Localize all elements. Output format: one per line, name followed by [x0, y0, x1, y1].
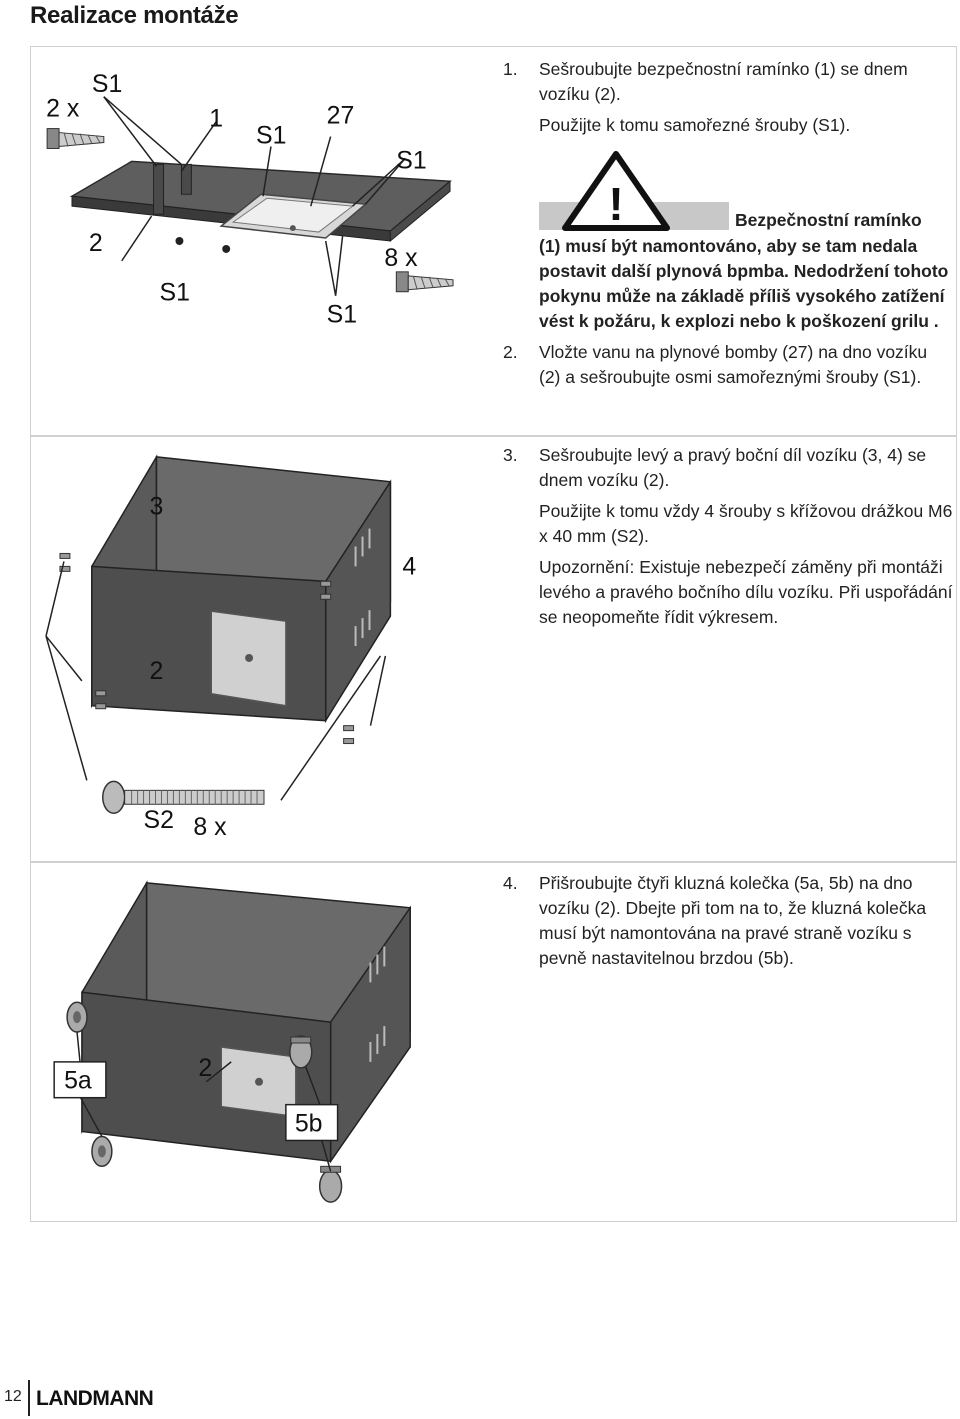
step-3: 3. Sešroubujte levý a pravý boční díl vo…: [503, 443, 953, 636]
page-number: 12: [4, 1388, 22, 1405]
step-1-line-1: Sešroubujte bezpečnostní ramínko (1) se …: [539, 59, 908, 104]
step-number: 1.: [503, 59, 518, 79]
warning-triangle-icon: !: [562, 151, 670, 231]
assembly-drawing-2: 3 4 2 S2 8 x: [45, 454, 416, 841]
step-number: 4.: [503, 873, 518, 893]
label-part-5b: 5b: [295, 1110, 323, 1138]
step-1-line-2: Použijte k tomu samořezné šrouby (S1).: [539, 115, 851, 135]
label-s1-a: S1: [92, 70, 122, 98]
warning-symbol: !: [608, 178, 623, 230]
label-part-2: 2: [89, 229, 103, 257]
step-3-line-1: Sešroubujte levý a pravý boční díl vozík…: [539, 445, 927, 490]
label-part-2: 2: [150, 657, 164, 685]
label-s1-c: S1: [396, 146, 426, 174]
illustration-casters: 5a 2 5b: [31, 863, 496, 1221]
caster-5b-top: [289, 1035, 313, 1069]
screw-s1-top: [46, 128, 105, 149]
section-step-3: 3 4 2 S2 8 x 3. Sešroubujte levý a pravý…: [30, 436, 957, 862]
illustration-side-panels: 3 4 2 S2 8 x: [31, 437, 496, 861]
label-s1-e: S1: [327, 301, 357, 329]
step-1: 1. Sešroubujte bezpečnostní ramínko (1) …: [503, 57, 953, 144]
illustration-safety-arm-assembly: 2 x S1 1 S1 27 S1 2 S1 8 x S1: [31, 47, 496, 435]
vent-slots: [354, 528, 371, 647]
label-part-3: 3: [150, 493, 164, 521]
label-s2: S2: [144, 806, 174, 834]
instructions-step-3: 3. Sešroubujte levý a pravý boční díl vo…: [503, 443, 953, 642]
warning-title: Bezpečnostní ramínko: [735, 210, 922, 230]
step-number: 2.: [503, 342, 518, 362]
label-s1-d: S1: [160, 279, 190, 307]
assembly-drawing-1: 2 x S1 1 S1 27 S1 2 S1 8 x S1: [46, 70, 454, 329]
base-hole-1: [175, 237, 184, 245]
safety-warning: ! Bezpečnostní ramínko (1) musí být namo…: [539, 150, 953, 334]
page-title: Realizace montáže: [30, 2, 239, 29]
label-screw-count-8x: 8 x: [384, 244, 418, 272]
step-4: 4. Přišroubujte čtyři kluzná kolečka (5a…: [503, 871, 953, 977]
label-box-5b: [285, 1103, 339, 1142]
brand-logo: LANDMANN: [36, 1387, 154, 1410]
base-hole-2: [222, 244, 231, 253]
caster-5a-bottom: [91, 1135, 113, 1168]
label-part-2: 2: [198, 1054, 212, 1082]
vent-slots: [369, 946, 386, 1062]
step-2-text: Vložte vanu na plynové bomby (27) na dno…: [539, 342, 928, 387]
step-3-line-2: Použijte k tomu vždy 4 šrouby s křížovou…: [539, 501, 953, 546]
plate-hole: [255, 1077, 264, 1086]
section-step-4: 5a 2 5b 4. Přišroubujte čtyři kluzná kol…: [30, 862, 957, 1222]
screw-s2: [102, 780, 265, 814]
cart-bottom: [91, 565, 327, 722]
step-4-text: Přišroubujte čtyři kluzná kolečka (5a, 5…: [539, 873, 927, 968]
caster-5a-top: [66, 1001, 88, 1033]
cart-base-side: [389, 180, 451, 243]
label-screw-count-2x: 2 x: [46, 95, 80, 123]
step-2: 2. Vložte vanu na plynové bomby (27) na …: [503, 340, 953, 396]
label-part-4: 4: [402, 552, 416, 580]
label-screw-count-8x: 8 x: [193, 813, 227, 841]
tray-hole: [289, 225, 296, 232]
section-step-1-2: 2 x S1 1 S1 27 S1 2 S1 8 x S1 1. Sešroub…: [30, 46, 957, 436]
label-box-5a: [53, 1061, 107, 1099]
safety-arm-post-left: [153, 163, 165, 215]
plate-hole: [245, 653, 254, 662]
label-part-5a: 5a: [64, 1067, 92, 1095]
assembly-drawing-3: 5a 2 5b: [53, 880, 411, 1203]
instructions-step-4: 4. Přišroubujte čtyři kluzná kolečka (5a…: [503, 871, 953, 983]
instructions-step-1-2: 1. Sešroubujte bezpečnostní ramínko (1) …: [503, 57, 953, 402]
caster-5b-bottom: [318, 1165, 343, 1203]
step-number: 3.: [503, 445, 518, 465]
screw-s1-right: [395, 271, 454, 293]
page-footer: 12 LANDMANN: [0, 1380, 200, 1416]
label-s1-b: S1: [256, 122, 286, 150]
warning-text: (1) musí být namontováno, aby se tam ned…: [539, 236, 949, 331]
panel-screws: [59, 552, 355, 745]
footer-divider: [28, 1380, 30, 1416]
step-3-line-3: Upozornění: Existuje nebezpečí záměny př…: [539, 557, 953, 627]
label-part-27: 27: [327, 102, 355, 130]
label-part-1: 1: [209, 105, 223, 133]
